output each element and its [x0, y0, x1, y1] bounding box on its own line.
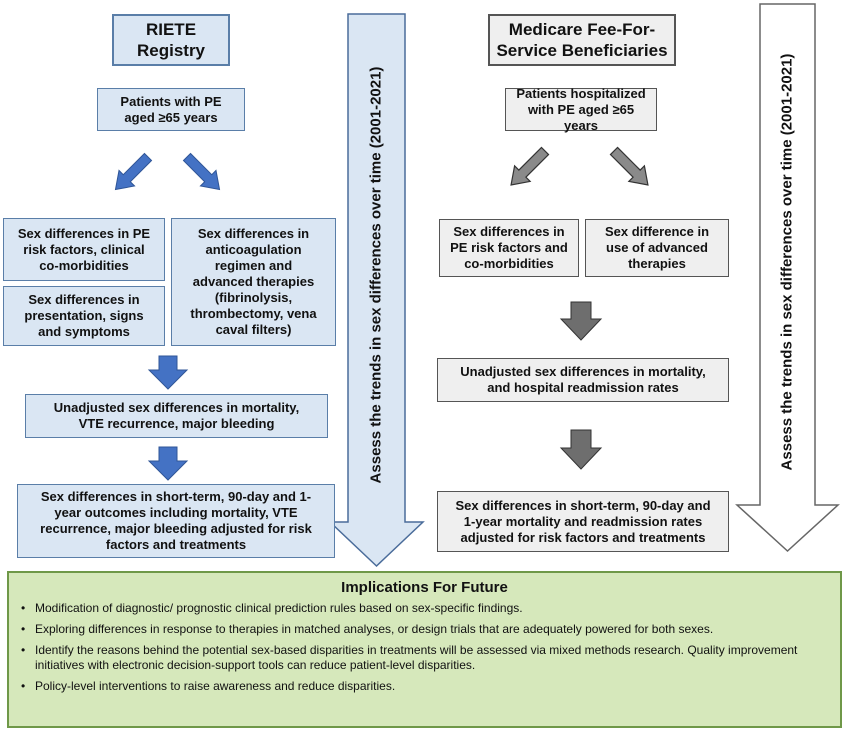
implications-panel: Implications For Future • Modification of… [7, 571, 842, 728]
implications-title: Implications For Future [341, 579, 508, 596]
left-presentation-box: Sex differences in presentation, signs a… [3, 286, 165, 346]
timeline-label-left: Assess the trends in sex differences ove… [367, 66, 385, 484]
right-patients-box: Patients hospitalized with PE aged ≥65 y… [505, 86, 657, 133]
left-patients-box: Patients with PE aged ≥65 years [97, 88, 245, 131]
right-unadjusted-box: Unadjusted sex differences in mortality,… [437, 358, 729, 402]
riete-registry-title: RIETE Registry [112, 14, 230, 66]
diag-arrow-left-1 [114, 152, 153, 191]
timeline-label-right: Assess the trends in sex differences ove… [778, 53, 796, 471]
timeline-arrow-right [735, 3, 840, 553]
left-risk-factors-box: Sex differences in PE risk factors, clin… [3, 218, 165, 281]
bullet-icon: • [21, 679, 26, 693]
bullet-icon: • [21, 643, 26, 657]
down-arrow-right-2 [559, 429, 603, 470]
implication-text: Identify the reasons behind the potentia… [35, 643, 798, 672]
left-unadjusted-box: Unadjusted sex differences in mortality,… [25, 394, 328, 438]
medicare-title: Medicare Fee-For- Service Beneficiaries [488, 14, 676, 66]
right-risk-factors-box: Sex differences in PE risk factors and c… [439, 219, 579, 277]
implication-text: Modification of diagnostic/ prognostic c… [35, 601, 523, 615]
diag-arrow-left-2 [182, 152, 221, 191]
down-arrow-left-2 [147, 446, 189, 481]
timeline-arrow-left [328, 13, 425, 568]
implication-text: Policy-level interventions to raise awar… [35, 679, 396, 693]
bullet-icon: • [21, 601, 26, 615]
implication-item: • Exploring differences in response to th… [19, 622, 830, 637]
right-therapies-box: Sex difference in use of advanced therap… [585, 219, 729, 277]
implication-text: Exploring differences in response to the… [35, 622, 714, 636]
left-adjusted-box: Sex differences in short-term, 90-day an… [17, 484, 335, 558]
left-therapies-box: Sex differences in anticoagulation regim… [171, 218, 336, 346]
down-arrow-right-1 [559, 301, 603, 341]
bullet-icon: • [21, 622, 26, 636]
implication-item: • Modification of diagnostic/ prognostic … [19, 601, 830, 616]
implication-item: • Policy-level interventions to raise awa… [19, 679, 830, 694]
diag-arrow-right-1 [510, 146, 550, 186]
implication-item: • Identify the reasons behind the potenti… [19, 643, 830, 673]
right-adjusted-box: Sex differences in short-term, 90-day an… [437, 491, 729, 552]
implications-list: • Modification of diagnostic/ prognostic … [19, 601, 830, 694]
down-arrow-left-1 [147, 355, 189, 390]
diag-arrow-right-2 [609, 146, 649, 186]
